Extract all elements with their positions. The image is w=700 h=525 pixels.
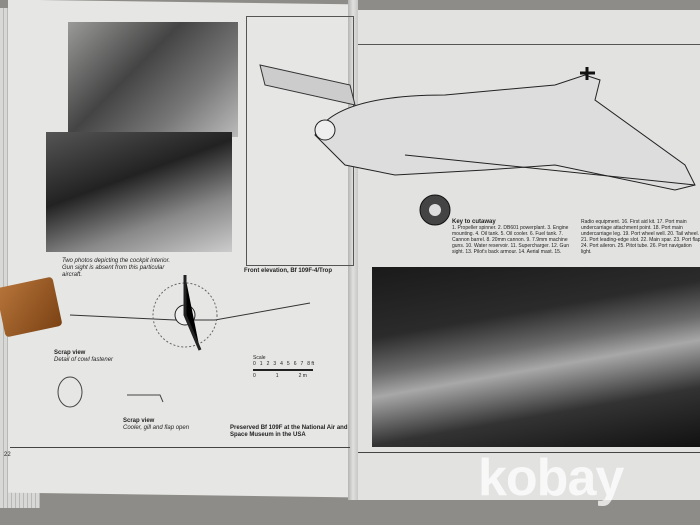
cockpit-photo-top	[68, 22, 238, 137]
scale-tick: 4	[280, 361, 283, 367]
scale-tick: 3	[273, 361, 277, 367]
scrap-view-2-caption: Cooler, gill and flap open	[123, 425, 190, 431]
key-title: Key to cutaway	[452, 219, 496, 225]
scale-tick: 0	[253, 373, 256, 379]
cockpit-photo-bottom	[46, 132, 232, 252]
front-elevation-drawing	[69, 275, 311, 351]
cutaway-drawing	[259, 64, 696, 226]
watermark: kobay	[478, 449, 624, 507]
scale-tick: 0	[253, 361, 256, 367]
page-rule	[10, 447, 350, 448]
front-elevation-title: Front elevation, Bf 109F-4/Trop	[244, 268, 333, 274]
cockpit-caption: Two photos depicting the cockpit interio…	[62, 258, 171, 278]
cutaway-frame	[358, 44, 700, 262]
museum-aircraft-photo	[372, 267, 700, 447]
scale-tick: 1	[259, 361, 263, 367]
scrap-view-1-caption: Detail of cowl fastener	[54, 357, 114, 363]
scale-tick: 5	[286, 361, 290, 367]
scrap-view-2-title: Scrap view	[123, 418, 155, 424]
preserved-caption: Preserved Bf 109F at the National Air an…	[230, 425, 348, 438]
page-rule-right	[358, 452, 700, 453]
scale-tick: 6	[293, 361, 297, 367]
scrap-view-1-title: Scrap view	[54, 350, 86, 356]
key-text: 1. Propeller spinner. 2. DB601 powerplan…	[452, 219, 700, 255]
cooler-flap-sketch	[127, 394, 164, 403]
cowl-fastener-sketch	[57, 376, 83, 408]
scale-tick: 2	[266, 361, 270, 367]
scale-tick: 1	[275, 373, 279, 379]
scale-label: Scale	[253, 355, 266, 361]
scale-tick: 8 ft	[307, 361, 315, 367]
scale-tick: 7	[300, 361, 304, 367]
cutaway-key: Key to cutaway 1. Propeller spinner. 2. …	[452, 219, 700, 255]
page-number: 22	[4, 452, 11, 458]
scale-tick: 2 m	[298, 373, 307, 379]
